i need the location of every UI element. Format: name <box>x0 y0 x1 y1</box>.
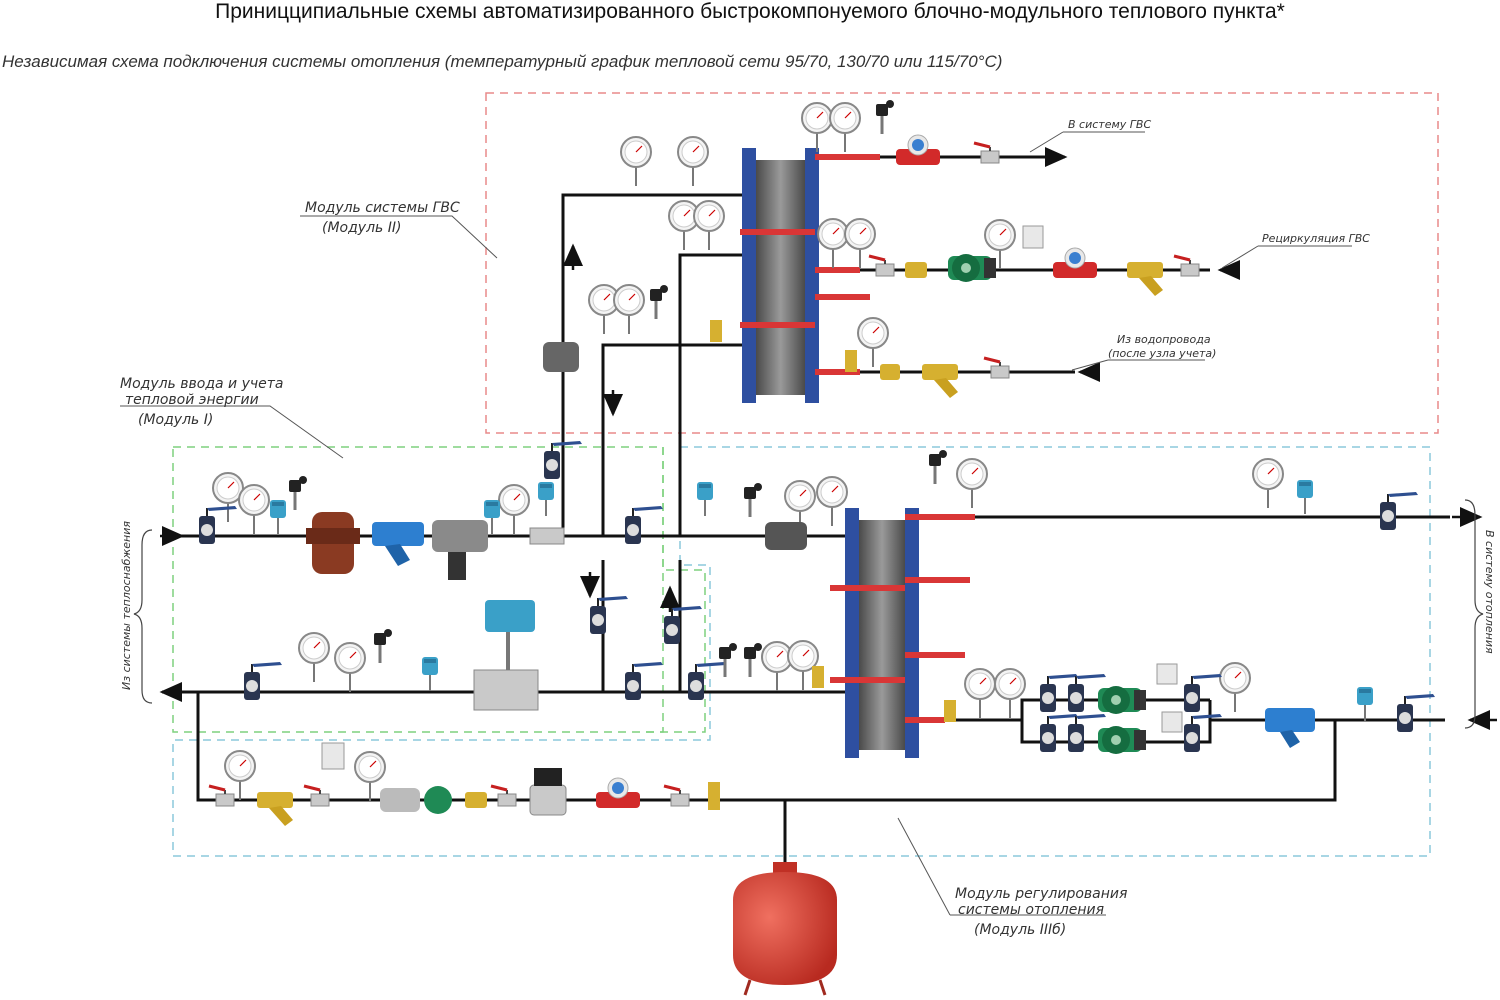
dhw-heat-exchanger <box>740 148 880 403</box>
dhw-brass-fittings <box>710 262 927 380</box>
dhw-recirc-meter <box>1052 247 1098 279</box>
to-dhw-label: В систему ГВС <box>1068 118 1151 131</box>
dhw-module-label-1: Модуль системы ГВС <box>305 200 460 216</box>
from-water-label-1: Из водопровода <box>1117 333 1211 346</box>
solenoid-valve <box>529 768 567 816</box>
makeup-filter <box>257 792 293 826</box>
check-valve-supply <box>765 522 807 550</box>
to-heating-label: В систему отопления <box>1483 530 1496 654</box>
input-module-label-1: Модуль ввода и учета <box>120 376 284 392</box>
control-valve <box>432 520 488 580</box>
strainer-blue <box>372 522 424 566</box>
heating-heat-exchanger <box>830 508 975 758</box>
heating-module-label-3: (Модуль IIIб) <box>974 922 1066 938</box>
heating-pressure-switches <box>1156 663 1183 733</box>
dhw-recirc-label: Рециркуляция ГВС <box>1262 232 1370 245</box>
from-heat-supply-label: Из системы теплоснабжения <box>120 521 133 690</box>
input-module-label-2: тепловой энергии <box>125 392 259 408</box>
mud-trap <box>306 512 360 574</box>
makeup-safety-valve <box>708 782 720 810</box>
page-title: Приницципиальные схемы автоматизированно… <box>215 0 1285 23</box>
from-water-label-2: (после узла учета) <box>1108 347 1216 360</box>
heating-module-label-1: Модуль регулирования <box>955 886 1127 902</box>
dhw-module-label-2: (Модуль II) <box>322 220 401 236</box>
makeup-pump <box>380 786 452 814</box>
dhw-water-meter-out <box>895 134 941 166</box>
expansion-tank <box>733 862 837 996</box>
input-module-label-3: (Модуль I) <box>138 412 213 428</box>
makeup-pressure-switch <box>321 742 345 770</box>
dhw-recirc-filter <box>1127 262 1163 296</box>
heating-module-label-2: системы отопления <box>958 902 1104 918</box>
heating-strainer <box>1265 708 1315 748</box>
dhw-pressure-switch <box>1022 225 1044 249</box>
flow-arrows <box>159 147 1497 730</box>
flow-meter-supply <box>529 527 565 545</box>
heating-module-frame <box>172 446 1431 857</box>
heating-pumps <box>1098 686 1146 754</box>
flow-meter-return <box>473 600 539 711</box>
page-subtitle: Независимая схема подключения системы от… <box>2 52 1003 71</box>
makeup-water-meter <box>595 777 641 809</box>
heating-safety-valves <box>812 666 956 722</box>
makeup-fitting <box>465 792 487 808</box>
dhw-module-frame <box>485 92 1439 434</box>
dhw-recirc-pump <box>948 254 996 282</box>
dhw-inlet-filter <box>922 364 958 398</box>
left-brace <box>133 529 153 704</box>
air-vent-valve <box>543 342 579 372</box>
right-brace <box>1464 499 1484 729</box>
leader-lines <box>120 131 1352 916</box>
